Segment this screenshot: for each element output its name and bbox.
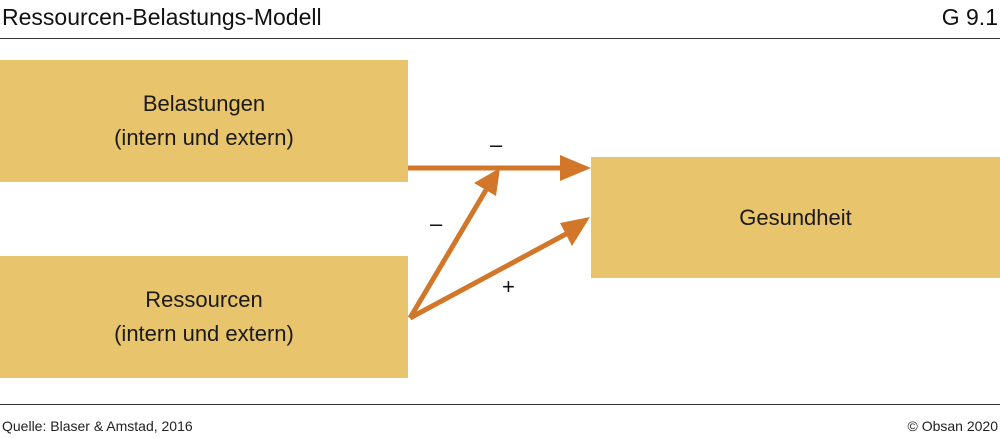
- arrowhead-belastungen-to-gesundheit: [560, 155, 591, 181]
- box-belastungen: Belastungen (intern und extern): [0, 60, 408, 182]
- box-gesundheit: Gesundheit: [591, 157, 1000, 278]
- footer-rule: [0, 404, 1000, 405]
- sign-ressourcen-to-belastungen-arrow: –: [430, 211, 443, 236]
- sign-belastungen-to-gesundheit: –: [490, 132, 503, 157]
- sign-ressourcen-to-gesundheit: +: [502, 274, 515, 299]
- source-note: Quelle: Blaser & Amstad, 2016: [2, 418, 193, 434]
- header-rule: [0, 38, 1000, 39]
- arrow-ressourcen-to-belastungen-arrow: [407, 188, 489, 320]
- box-ressourcen-sublabel: (intern und extern): [114, 321, 294, 346]
- figure-title: Ressourcen-Belastungs-Modell: [2, 4, 322, 30]
- box-ressourcen: Ressourcen (intern und extern): [0, 256, 408, 378]
- arrowhead-ressourcen-to-gesundheit: [560, 217, 590, 246]
- figure-header: Ressourcen-Belastungs-Modell G 9.1: [0, 0, 1000, 38]
- arrowhead-ressourcen-to-belastungen-arrow: [474, 168, 500, 196]
- box-belastungen-sublabel: (intern und extern): [114, 125, 294, 150]
- box-ressourcen-label: Ressourcen: [145, 287, 263, 312]
- arrow-ressourcen-to-gesundheit: [408, 231, 568, 321]
- box-belastungen-label: Belastungen: [142, 91, 266, 116]
- copyright-note: © Obsan 2020: [907, 418, 999, 434]
- figure-id: G 9.1: [941, 4, 998, 30]
- box-gesundheit-label: Gesundheit: [739, 204, 852, 230]
